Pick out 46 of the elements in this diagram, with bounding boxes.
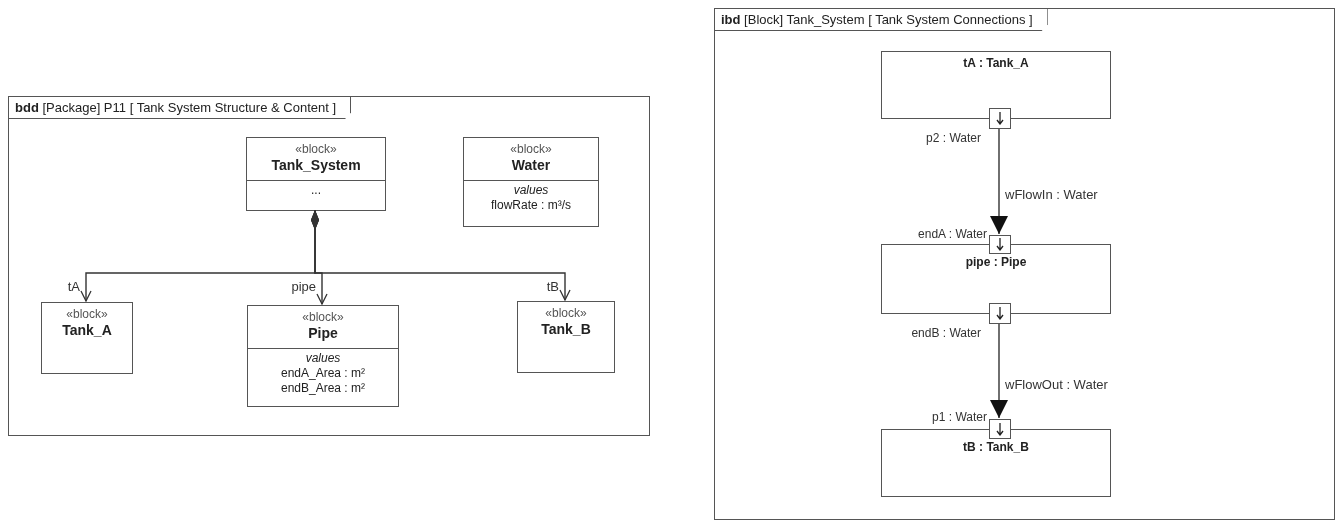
- connector-arrow: [990, 127, 1008, 235]
- connector-arrow: [990, 322, 1008, 419]
- compartment-heading: values: [305, 350, 341, 366]
- frame-title: bdd [Package] P11 [ Tank System Structure & Content ]: [9, 97, 352, 119]
- composition-arrow: [311, 209, 571, 301]
- block-name: Tank_A: [62, 322, 112, 340]
- block-box: [463, 137, 599, 227]
- edge-label: wFlowIn : Water: [1003, 187, 1100, 202]
- block-box: [246, 137, 386, 211]
- property-text: endB_Area : m²: [280, 380, 365, 396]
- port-label: p1 : Water: [932, 410, 987, 424]
- block-box: [517, 301, 615, 373]
- role-label: tB: [545, 279, 560, 294]
- port-label: p2 : Water: [926, 131, 981, 145]
- role-label: pipe: [290, 279, 317, 294]
- stereotype: «block»: [295, 142, 337, 157]
- stereotype: «block»: [66, 307, 108, 322]
- frame-title: ibd [Block] Tank_System [ Tank System Connections ]: [715, 9, 1048, 31]
- diagram-frame: [8, 96, 650, 436]
- block-box: [247, 305, 399, 407]
- port-box: [989, 235, 1011, 254]
- port-box: [989, 108, 1011, 129]
- stereotype: «block»: [545, 306, 587, 321]
- part-box: [881, 244, 1111, 314]
- block-name: Pipe: [308, 325, 338, 343]
- property-text: flowRate : m³/s: [491, 197, 571, 213]
- stereotype: «block»: [302, 310, 344, 325]
- diagram-frame: [714, 8, 1335, 520]
- property-text: ...: [311, 182, 321, 198]
- block-name: Tank_System: [271, 157, 361, 175]
- block-box: [41, 302, 133, 374]
- port-box: [989, 303, 1011, 324]
- block-name: Tank_B: [541, 321, 591, 339]
- port-label: endB : Water: [911, 326, 981, 340]
- stereotype: «block»: [510, 142, 552, 157]
- part-box: [881, 429, 1111, 497]
- part-box: [881, 51, 1111, 119]
- part-name: tA : Tank_A: [963, 56, 1029, 71]
- role-label: tA: [66, 279, 81, 294]
- block-name: Water: [511, 157, 551, 175]
- port-box: [989, 419, 1011, 439]
- port-label: endA : Water: [918, 227, 987, 241]
- compartment-heading: values: [513, 182, 549, 198]
- part-name: tB : Tank_B: [963, 440, 1029, 455]
- part-name: pipe : Pipe: [965, 255, 1027, 270]
- property-text: endA_Area : m²: [280, 365, 365, 381]
